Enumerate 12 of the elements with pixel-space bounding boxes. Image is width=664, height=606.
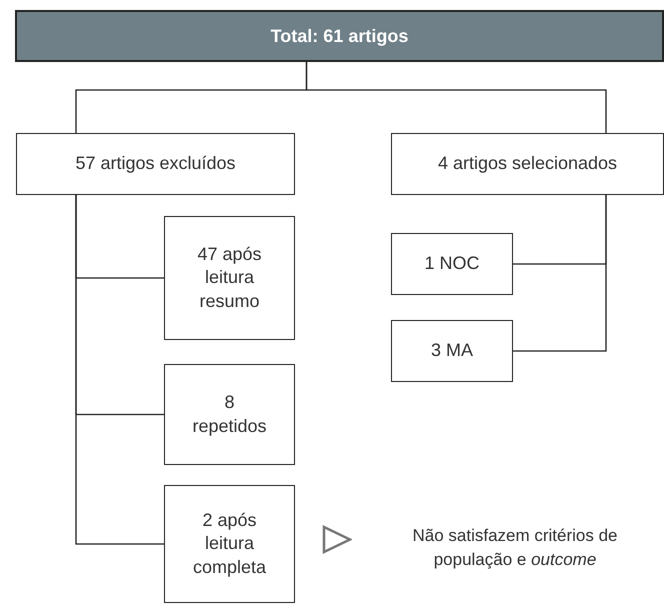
note-text: Não satisfazem critérios de população e outcome bbox=[411, 525, 619, 571]
process-box: 2 após leitura completa bbox=[164, 485, 295, 603]
process-box: 8 repetidos bbox=[164, 364, 295, 465]
process-box: 4 artigos selecionados bbox=[391, 133, 664, 195]
connector-line bbox=[306, 62, 607, 133]
connector-line bbox=[513, 195, 607, 352]
process-box: 47 após leitura resumo bbox=[164, 216, 295, 340]
process-box: 57 artigos excluídos bbox=[16, 133, 295, 195]
process-box: 1 NOC bbox=[391, 233, 513, 295]
connector-line bbox=[75, 195, 164, 545]
process-box: 3 MA bbox=[391, 320, 513, 382]
header-box: Total: 61 artigos bbox=[15, 10, 664, 62]
